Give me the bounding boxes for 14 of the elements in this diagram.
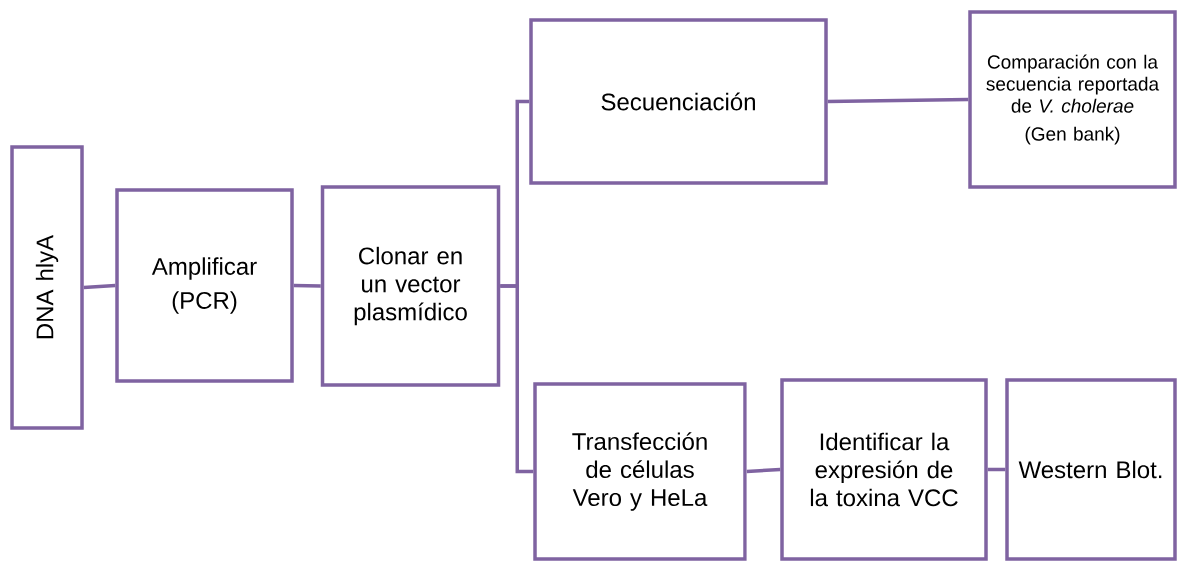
connector-line [827,97,969,104]
connector-line [746,467,781,474]
connector-line [987,467,1006,472]
connector-line [83,283,116,290]
connector-line [293,283,321,288]
process-box: Identificar la expresión de la toxina VCC [780,378,988,561]
process-box: Comparación con la secuencia reportada de V. cholerae (Gen bank) [968,10,1177,189]
process-box: Amplificar (PCR) [115,188,294,383]
process-box: Transfección de células Vero y HeLa [533,382,747,561]
process-box: Secuenciación [529,18,828,185]
process-box: DNA hlyA [10,145,84,430]
process-box: Western Blot. [1005,378,1177,561]
process-box: Clonar en un vector plasmídico [320,185,501,387]
connector-line [500,284,534,474]
